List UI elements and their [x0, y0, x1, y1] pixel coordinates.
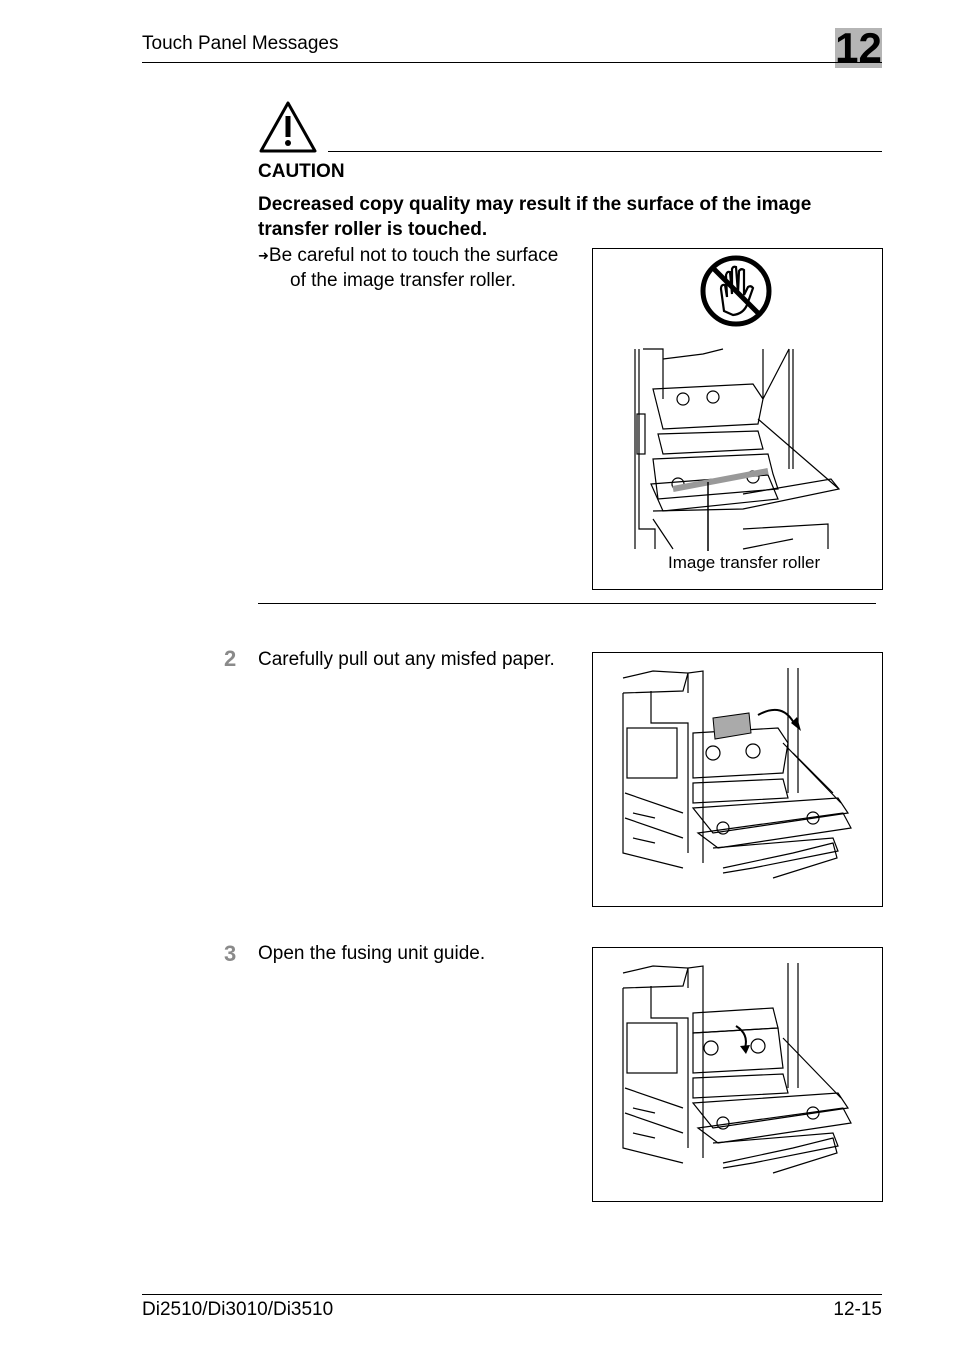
transfer-roller-mark: [672, 468, 769, 551]
caution-label: CAUTION: [258, 161, 345, 182]
warning-triangle-icon: [258, 100, 318, 154]
chapter-tab: [835, 28, 882, 68]
no-touch-icon: [700, 255, 772, 327]
caution-end-rule: [258, 603, 876, 604]
page-number: 12-15: [833, 1299, 882, 1320]
transfer-roller-figure: [592, 248, 883, 590]
footer-model: Di2510/Di3010/Di3510: [142, 1299, 334, 1320]
fusing-unit-guide-figure: [592, 947, 883, 1202]
arrow-right-icon: ➜: [258, 248, 269, 263]
caution-heading: Decreased copy quality may result if the…: [258, 194, 812, 240]
transfer-roller-caption: Image transfer roller: [668, 553, 821, 572]
step-text: Carefully pull out any misfed paper.: [258, 649, 555, 670]
caution-bullet-line1: Be careful not to touch the surface: [268, 245, 559, 266]
chapter-number: 12: [835, 24, 882, 71]
footer-rule: [142, 1294, 882, 1295]
header-rule: [142, 62, 882, 63]
caution-bullet-line2: of the image transfer roller.: [290, 270, 516, 291]
misfed-paper-figure: [592, 652, 883, 907]
step-text: Open the fusing unit guide.: [258, 943, 486, 964]
step-number: 2: [224, 646, 237, 671]
step-number: 3: [224, 941, 237, 966]
caution-bullet: ➜Be careful not to touch the surface of …: [258, 243, 588, 293]
caution-rule: [328, 151, 882, 152]
running-header: Touch Panel Messages: [142, 33, 339, 54]
